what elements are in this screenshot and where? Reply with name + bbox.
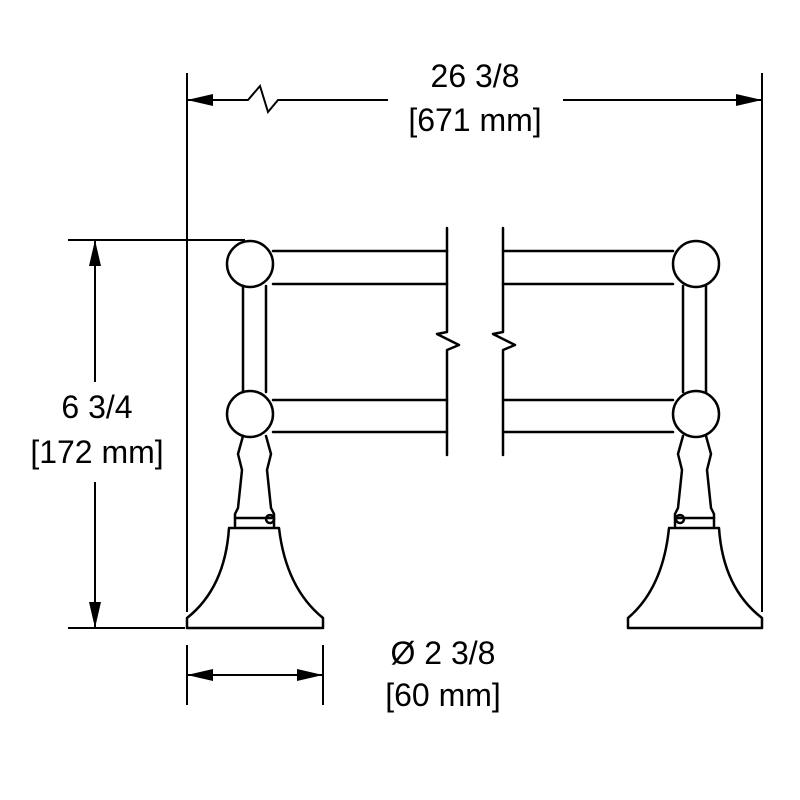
- overall-length-arrow-right: [736, 94, 762, 106]
- base-diameter-metric-label: [60 mm]: [385, 677, 501, 713]
- overall-length-metric-label: [671 mm]: [408, 102, 541, 138]
- right-post-stem-outer: [704, 434, 716, 528]
- right-lower-finial: [671, 389, 721, 439]
- overall-length-dimension: 26 3/8 [671 mm]: [186, 58, 763, 612]
- height-metric-label: [172 mm]: [30, 434, 163, 470]
- base-diameter-dimension: Ø 2 3/8 [60 mm]: [186, 635, 501, 713]
- right-upper-finial: [671, 239, 721, 289]
- left-break-line: [435, 226, 461, 457]
- height-imperial-label: 6 3/4: [61, 389, 132, 425]
- right-end-post: [626, 239, 764, 630]
- left-post-stem-outer: [233, 434, 245, 528]
- right-post-stem-inner: [673, 434, 685, 528]
- right-break-line: [491, 226, 517, 457]
- height-arrow-bottom: [89, 602, 101, 628]
- height-dimension: 6 3/4 [172 mm]: [30, 239, 245, 629]
- base-diameter-arrow-right: [297, 669, 323, 681]
- overall-length-imperial-label: 26 3/8: [431, 58, 520, 94]
- height-arrow-top: [89, 240, 101, 266]
- overall-length-arrow-left: [187, 94, 213, 106]
- base-diameter-imperial-label: Ø 2 3/8: [391, 635, 496, 671]
- right-set-screw: [674, 513, 686, 525]
- base-diameter-arrow-left: [187, 669, 213, 681]
- towel-bars: [271, 226, 675, 457]
- right-base-flange: [626, 526, 764, 630]
- overall-length-dimension-line-left: [187, 83, 388, 115]
- left-lower-finial: [225, 389, 275, 439]
- left-base-flange: [185, 526, 325, 630]
- left-end-post: [185, 239, 325, 630]
- left-post-stem-inner: [264, 434, 276, 528]
- left-set-screw: [264, 513, 276, 525]
- left-upper-finial: [225, 239, 275, 289]
